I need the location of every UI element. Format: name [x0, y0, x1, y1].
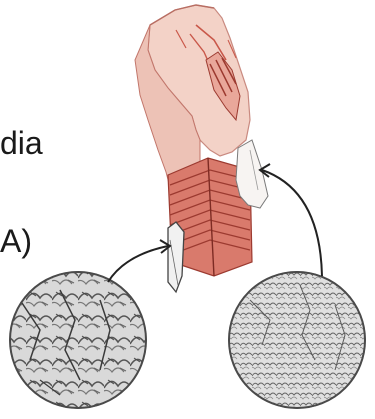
arrow-left: [108, 240, 170, 282]
detail-circle-right: [227, 270, 367, 410]
surface-flap: [168, 222, 184, 292]
detail-circle-left: [8, 270, 148, 410]
arrow-right: [260, 164, 322, 276]
